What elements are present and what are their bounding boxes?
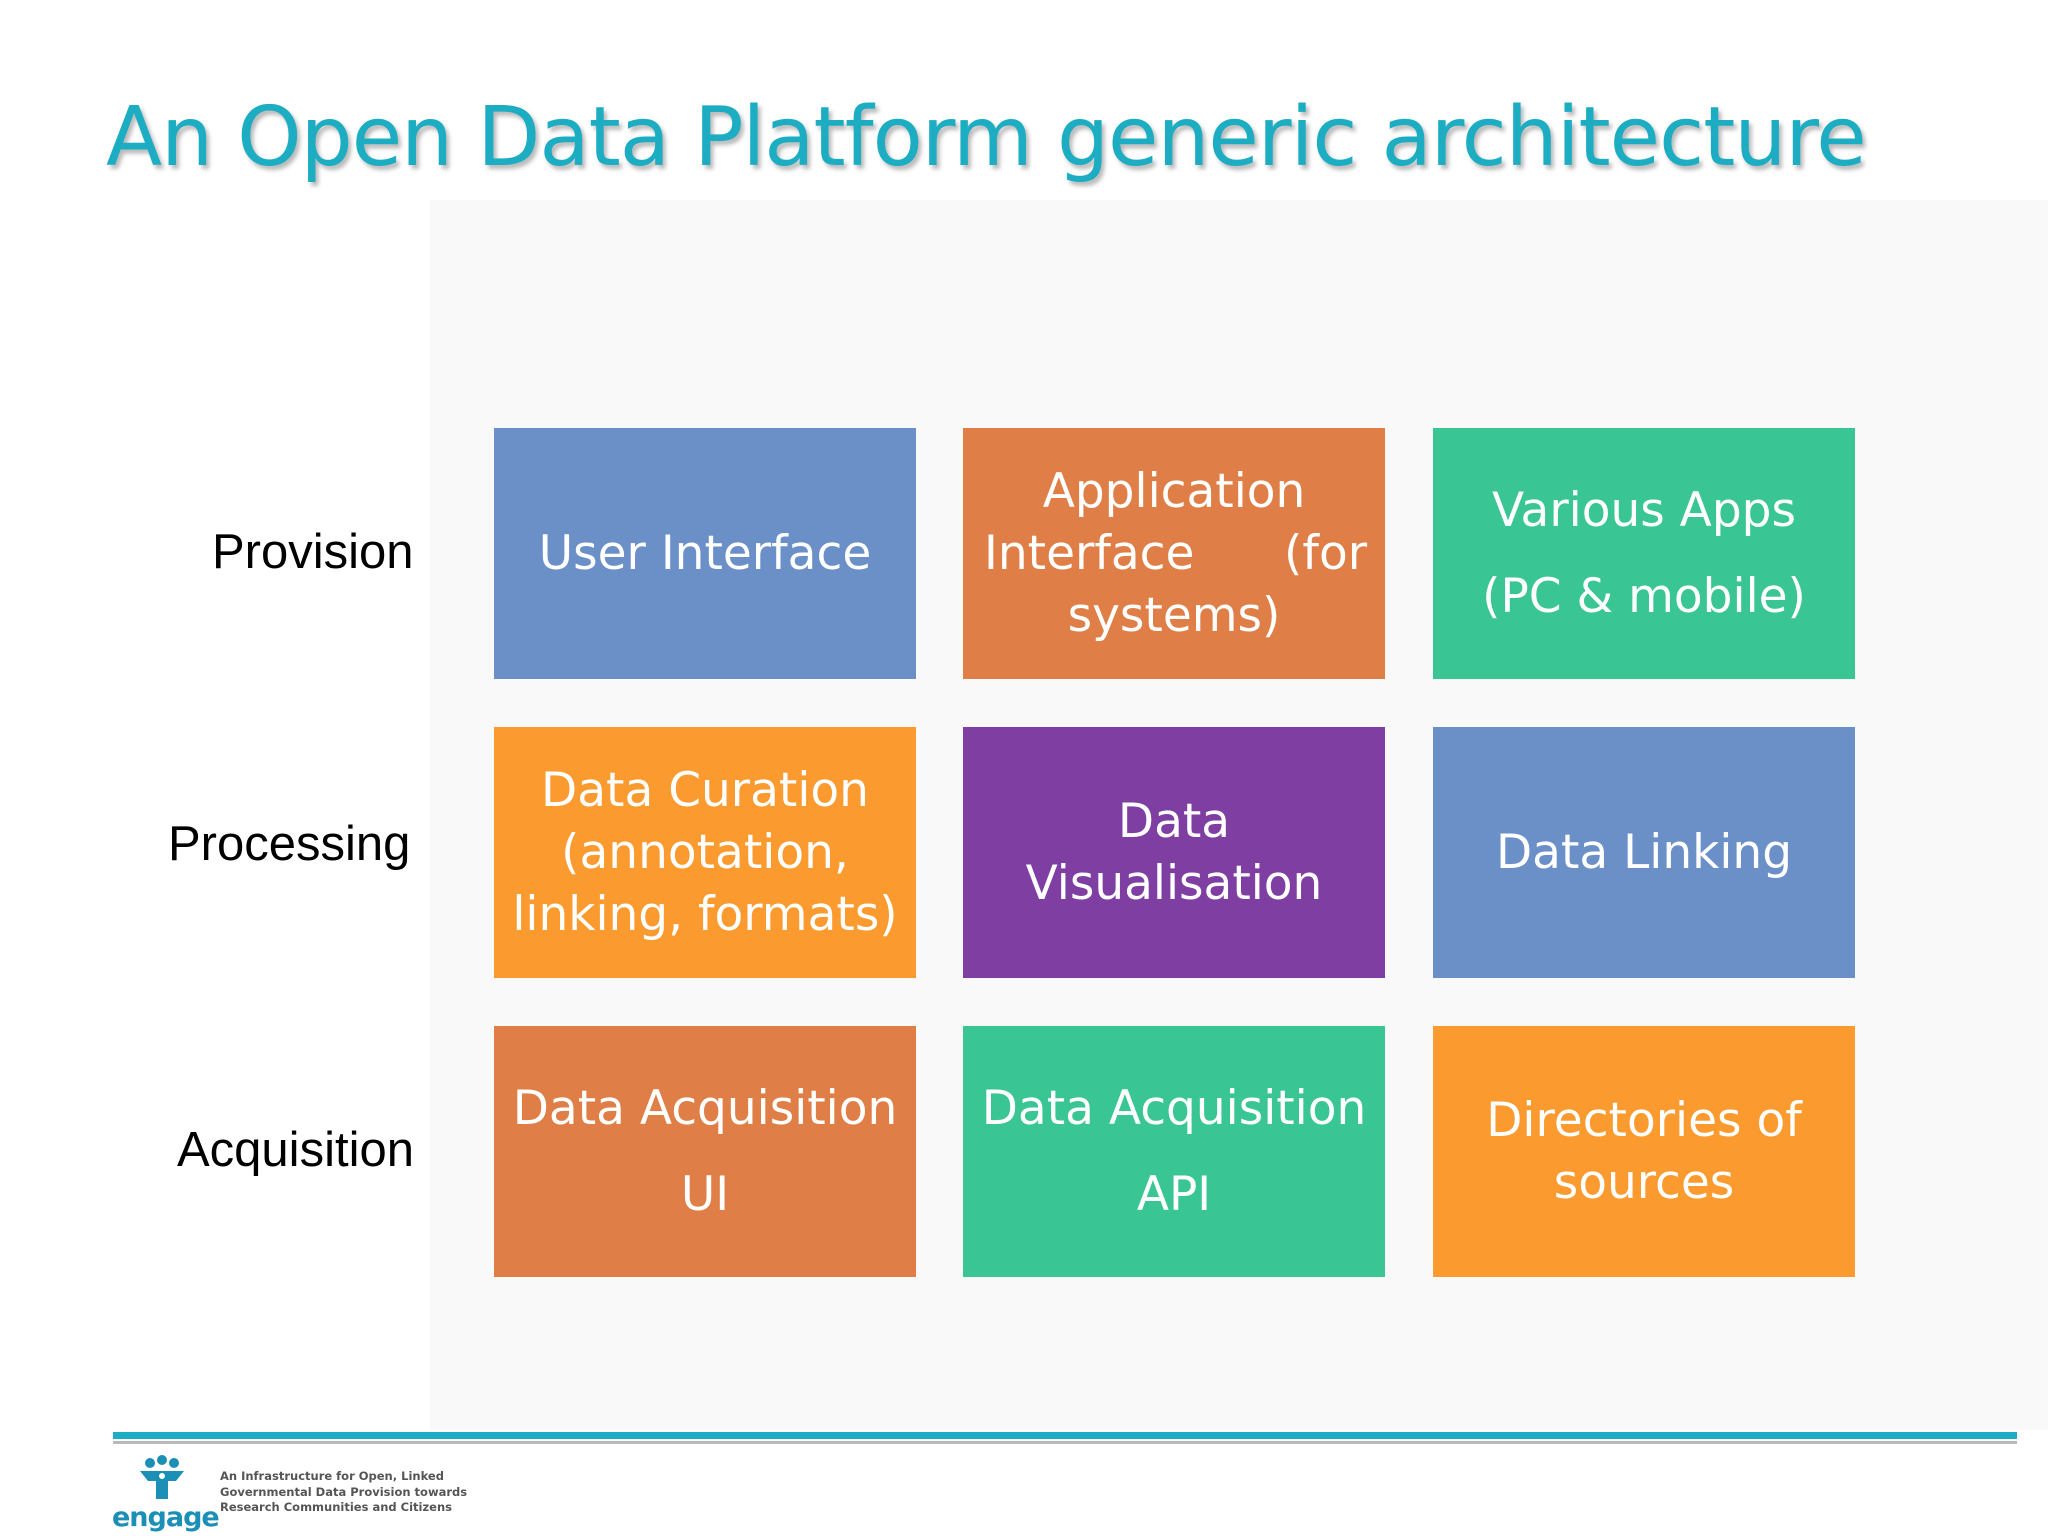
block-line: sources: [1553, 1154, 1735, 1210]
block-label: Various Apps (PC & mobile): [1464, 468, 1824, 640]
block-line: Data Acquisition: [512, 1080, 898, 1136]
block-line: Application: [1042, 463, 1306, 519]
block-directories-of-sources: Directories of sources: [1433, 1026, 1855, 1277]
block-label: User Interface: [521, 523, 890, 585]
block-data-acquisition-ui: Data Acquisition UI: [494, 1026, 916, 1277]
row-label-processing: Processing: [168, 817, 411, 871]
block-user-interface: User Interface: [494, 428, 916, 679]
block-label: Data Acquisition API: [982, 1066, 1367, 1238]
row-label-provision: Provision: [212, 525, 414, 579]
block-label: Data Visualisation: [1008, 791, 1341, 915]
block-line: Interface (for: [984, 525, 1368, 581]
tagline-line: An Infrastructure for Open, Linked: [220, 1469, 444, 1483]
block-label: Directories of sources: [1468, 1090, 1820, 1214]
block-label: Data Linking: [1478, 822, 1810, 884]
block-line: Data: [1117, 793, 1231, 849]
block-line: Data Acquisition: [981, 1080, 1367, 1136]
block-line: API: [1136, 1166, 1212, 1222]
engage-logo-wordmark: engage: [112, 1502, 220, 1533]
block-line: Data Linking: [1495, 824, 1793, 880]
block-line: UI: [680, 1166, 730, 1222]
block-data-visualisation: Data Visualisation: [963, 727, 1385, 978]
block-line: linking, formats): [512, 886, 898, 942]
block-data-acquisition-api: Data Acquisition API: [963, 1026, 1385, 1277]
block-data-curation: Data Curation (annotation, linking, form…: [494, 727, 916, 978]
block-line: systems): [1067, 587, 1281, 643]
block-label: Application Interface (for systems): [984, 461, 1368, 647]
block-label: Data Curation (annotation, linking, form…: [512, 760, 897, 946]
row-label-acquisition: Acquisition: [177, 1123, 414, 1177]
tagline-line: Governmental Data Provision towards: [220, 1484, 468, 1499]
block-line: (PC & mobile): [1482, 568, 1806, 624]
footer-rule: [113, 1432, 2017, 1444]
block-data-linking: Data Linking: [1433, 727, 1855, 978]
engage-logo-icon: [112, 1455, 212, 1535]
footer-tagline: An Infrastructure for Open, Linked Gover…: [220, 1469, 520, 1516]
block-line: Various Apps: [1492, 482, 1796, 538]
block-line: Visualisation: [1025, 855, 1323, 911]
block-label: Data Acquisition UI: [513, 1066, 898, 1238]
block-line: (annotation,: [561, 824, 849, 880]
tagline-line: Research Communities and Citizens: [220, 1500, 452, 1514]
slide-title: An Open Data Platform generic architectu…: [106, 90, 1867, 185]
footer-rule-primary: [113, 1432, 2017, 1439]
footer-rule-secondary: [113, 1441, 2017, 1444]
block-application-interface: Application Interface (for systems): [963, 428, 1385, 679]
block-various-apps: Various Apps (PC & mobile): [1433, 428, 1855, 679]
block-line: Directories of: [1486, 1092, 1802, 1148]
block-line: Data Curation: [541, 762, 869, 818]
block-line: User Interface: [538, 525, 872, 581]
